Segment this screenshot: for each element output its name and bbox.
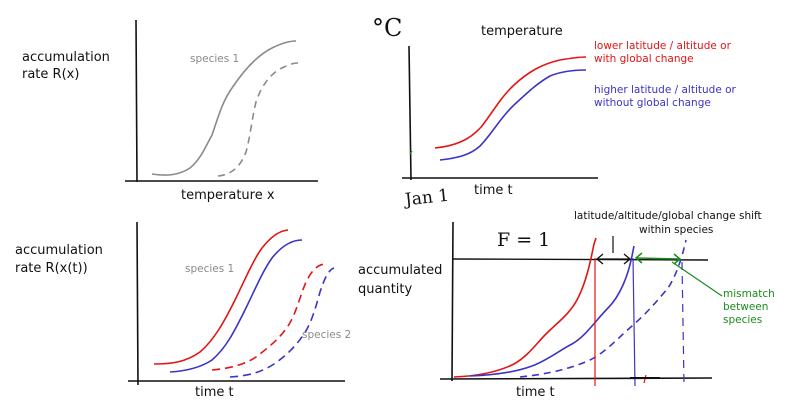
axis-x bbox=[439, 377, 713, 380]
axis-y bbox=[451, 221, 454, 382]
axis-y bbox=[136, 221, 139, 386]
top-right-title: temperature bbox=[481, 24, 563, 39]
threshold-label: F = 1 bbox=[497, 229, 551, 251]
species-2-blue-accumulation bbox=[519, 239, 687, 378]
mismatch-label-line3: species bbox=[723, 314, 763, 326]
species-1-red-curve bbox=[153, 229, 289, 365]
shift-arrowhead-right bbox=[623, 253, 632, 265]
species-1-blue-curve bbox=[169, 239, 303, 373]
top-left-x-label: temperature x bbox=[181, 188, 275, 203]
panel-bottom-left bbox=[128, 221, 345, 386]
species-2-threshold-drop-line bbox=[681, 261, 685, 385]
top-left-y-label-line1: accumulation bbox=[22, 50, 110, 65]
blue-threshold-drop-line bbox=[632, 257, 636, 387]
species-1-shifted-curve bbox=[217, 62, 299, 177]
bottom-left-y-label-line2: rate R(x(t)) bbox=[15, 261, 88, 276]
species-2-red-curve bbox=[211, 263, 327, 371]
temperature-blue-curve bbox=[439, 69, 587, 161]
legend-blue-line2: without global change bbox=[594, 97, 711, 109]
species-1-curve bbox=[151, 40, 297, 176]
bottom-right-y-label-line2: quantity bbox=[358, 282, 413, 297]
mismatch-label-line1: mismatch bbox=[723, 288, 775, 300]
mismatch-arrowhead-left bbox=[634, 252, 643, 264]
top-left-y-label-line2: rate R(x) bbox=[22, 67, 80, 82]
shift-arrowhead-left bbox=[595, 253, 604, 265]
axis-y bbox=[408, 45, 412, 181]
panel-bottom-right bbox=[439, 221, 723, 387]
panel-top-left bbox=[125, 19, 318, 183]
bottom-left-species-1-label: species 1 bbox=[185, 263, 235, 275]
temperature-red-curve bbox=[434, 56, 587, 149]
shift-label-line1: latitude/altitude/global change shift bbox=[574, 210, 762, 222]
axis-y bbox=[135, 19, 138, 183]
axis-tick-mark bbox=[409, 150, 413, 155]
species-1-red-accumulation bbox=[453, 237, 597, 378]
legend-blue-line1: higher latitude / altitude or bbox=[594, 84, 736, 96]
panel-top-right bbox=[402, 45, 598, 181]
bottom-left-y-label-line1: accumulation bbox=[15, 243, 103, 258]
threshold-line bbox=[451, 258, 709, 261]
top-right-x-label: time t bbox=[474, 183, 513, 198]
bottom-right-y-label-line1: accumulated bbox=[358, 263, 443, 278]
bottom-right-x-label: time t bbox=[516, 385, 555, 400]
mismatch-label-line2: between bbox=[723, 301, 769, 313]
shift-label-line2: within species bbox=[639, 224, 714, 236]
mismatch-leader-line bbox=[671, 261, 723, 297]
mismatch-arrow bbox=[635, 257, 681, 260]
legend-red-line2: with global change bbox=[594, 53, 694, 65]
mismatch-arrowhead-right bbox=[673, 253, 682, 265]
species-1-blue-accumulation bbox=[469, 245, 635, 377]
bottom-left-x-label: time t bbox=[195, 385, 234, 400]
species-2-blue-curve bbox=[229, 267, 335, 378]
top-left-species-1-label: species 1 bbox=[190, 53, 240, 65]
top-right-unit-label: °C bbox=[372, 14, 403, 42]
legend-red-line1: lower latitude / altitude or bbox=[594, 40, 731, 52]
bottom-left-species-2-label: species 2 bbox=[302, 329, 352, 341]
